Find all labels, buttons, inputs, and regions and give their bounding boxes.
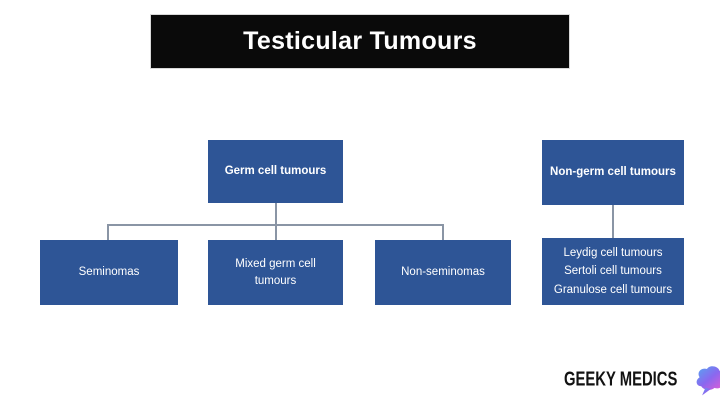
node-mixed-germ-cell-tumours: Mixed germ cell tumours [208,240,343,305]
node-non-seminomas: Non-seminomas [375,240,511,305]
page-title: Testicular Tumours [151,15,569,68]
brand-logo: GEEKY MEDICS [564,362,720,398]
subtype-line: Granulose cell tumours [553,283,673,296]
connector-drop-mixed [275,224,277,241]
brand-wordmark: GEEKY MEDICS [564,368,678,391]
connector-drop-seminomas [107,224,109,241]
connector-drop-nonseminomas [442,224,444,241]
subtype-line: Leydig cell tumours [563,246,663,259]
node-label: Non-germ cell tumours [550,166,676,179]
node-non-germ-subtypes: Leydig cell tumours Sertoli cell tumours… [542,238,684,305]
node-label: Seminomas [78,266,140,279]
node-non-germ-cell-tumours: Non-germ cell tumours [542,140,684,205]
connector-germ-stem [275,203,277,226]
brain-icon [691,364,720,397]
page-title-label: Testicular Tumours [243,27,477,55]
node-seminomas: Seminomas [40,240,178,305]
subtype-line: Sertoli cell tumours [564,265,662,278]
node-label: Non-seminomas [401,266,485,279]
node-germ-cell-tumours: Germ cell tumours [208,140,343,203]
node-label: Germ cell tumours [224,165,327,178]
connector-nongerm-stem [612,205,614,239]
node-label: Mixed germ cell tumours [235,257,316,287]
